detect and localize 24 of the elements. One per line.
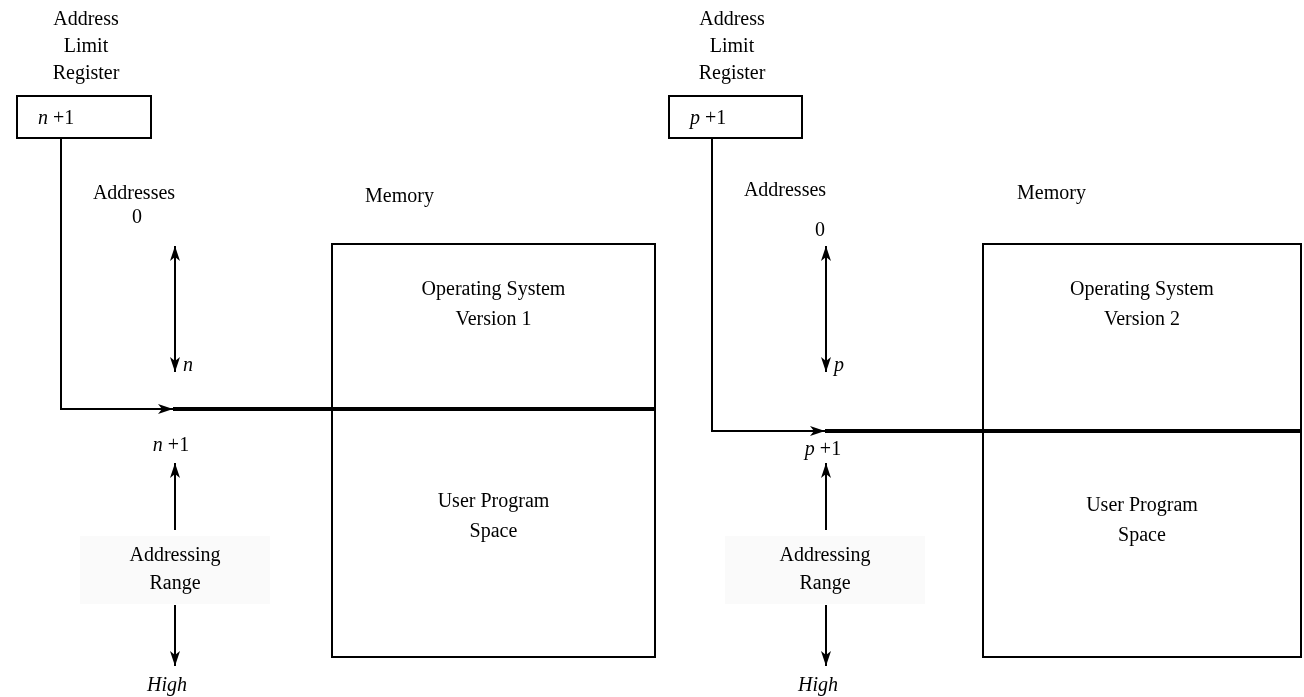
arrow [60,138,174,414]
address-value: 0 [815,217,825,241]
region-label: Operating System Version 2 [1069,276,1215,331]
region-label: User Program Space [436,488,551,544]
register-heading: Address Limit Register [697,6,767,86]
range-label: Addressing Range [80,536,270,604]
arrow [711,138,826,436]
region-label: User Program Space [1085,492,1199,548]
register-value: n +1 [38,105,75,129]
region-label: Operating System Version 1 [420,276,567,331]
register-value: p +1 [690,105,727,129]
address-value: p +1 [804,436,842,460]
address-value: 0 [132,204,142,228]
address-value: High [798,672,838,696]
range-label: Addressing Range [725,536,925,604]
memory-heading: Memory [365,183,434,207]
address-value: n [183,352,193,376]
address-value: n +1 [152,432,190,456]
address-value: High [147,672,187,696]
address-heading: Addresses [743,177,827,201]
address-value: p [834,352,844,376]
memory-heading: Memory [1017,180,1086,204]
address-heading: Addresses [92,180,176,204]
register-heading: Address Limit Register [51,6,121,86]
